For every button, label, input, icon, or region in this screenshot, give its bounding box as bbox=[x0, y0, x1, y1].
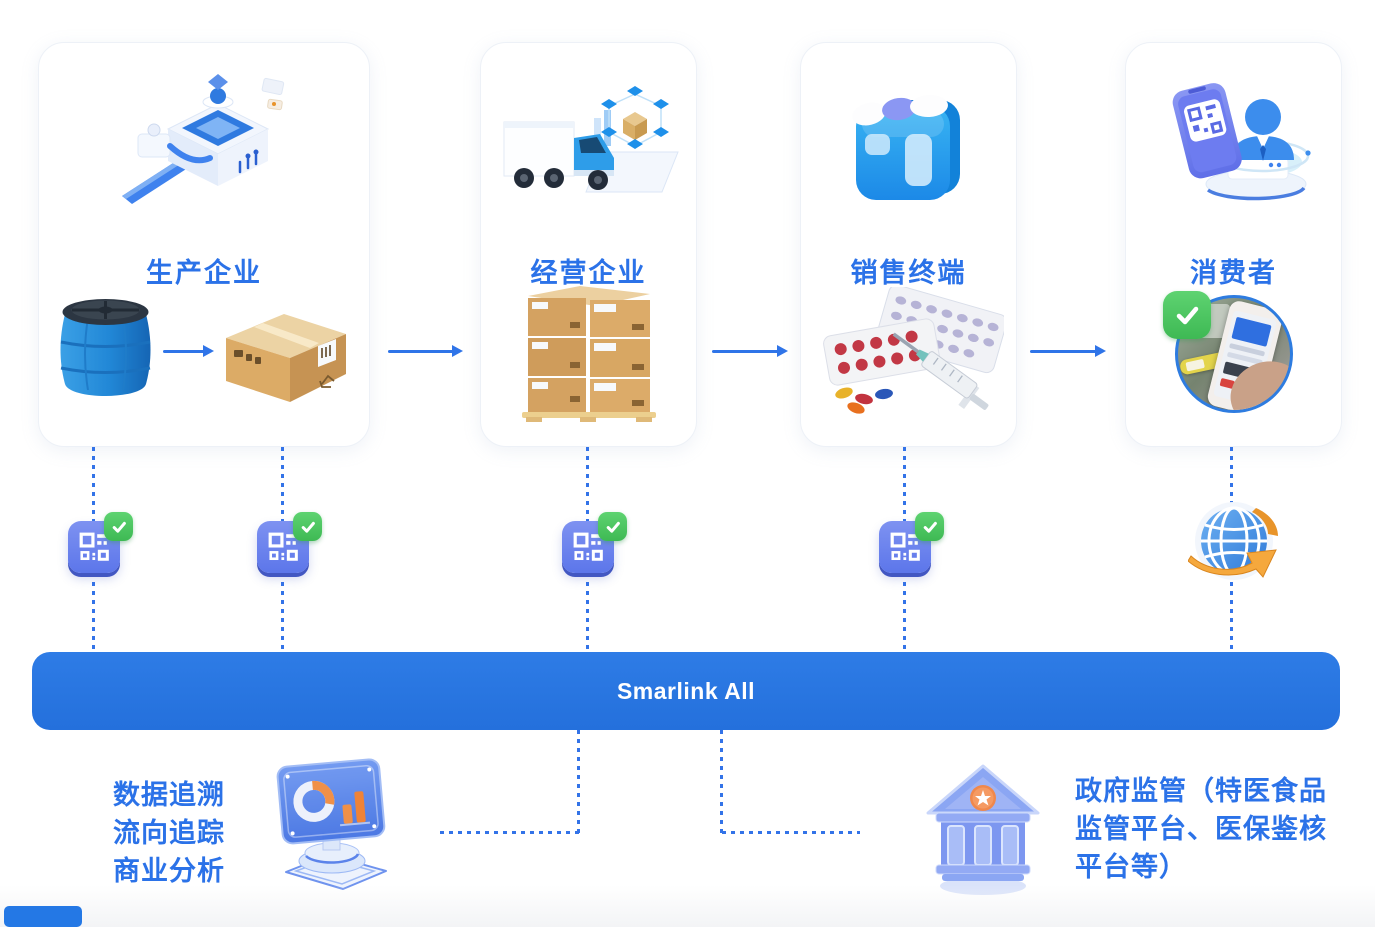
medicine-and-syringe-image bbox=[823, 287, 1004, 414]
connector-bar-to-regulation-v bbox=[720, 730, 723, 833]
connector-bar-to-analytics-v bbox=[577, 730, 580, 833]
qr-code-chip-icon-1 bbox=[68, 512, 133, 573]
arrow-distributor-to-retail bbox=[712, 345, 788, 357]
retail-label: 销售终端 bbox=[850, 258, 967, 288]
carton-box-image bbox=[226, 314, 346, 402]
arrow-producer-to-distributor bbox=[388, 345, 463, 357]
qr-code-chip-icon-3 bbox=[562, 512, 627, 573]
arrow-retail-to-consumer bbox=[1030, 345, 1106, 357]
regulation-line-3: 平台等） bbox=[1075, 852, 1187, 882]
bottom-left-accent-bar bbox=[4, 906, 82, 927]
blue-barrel-image bbox=[60, 299, 151, 396]
government-building-icon bbox=[926, 764, 1040, 895]
platform-bar-label: Smarlink All bbox=[616, 677, 756, 704]
regulation-line-2: 监管平台、医保鉴核 bbox=[1075, 814, 1327, 844]
card-distributor: 经营企业 bbox=[480, 42, 697, 447]
check-badge-icon bbox=[1163, 291, 1211, 339]
analytics-line-2: 流向追踪 bbox=[113, 818, 225, 848]
qr-code-chip-icon-4 bbox=[879, 512, 944, 573]
consumer-label: 消费者 bbox=[1190, 258, 1277, 288]
analytics-text: 数据追溯 流向追踪 商业分析 bbox=[113, 776, 225, 890]
analytics-line-3: 商业分析 bbox=[113, 856, 225, 886]
factory-machine-icon bbox=[122, 74, 285, 204]
regulation-line-1: 政府监管（特医食品 bbox=[1075, 776, 1327, 806]
regulation-text: 政府监管（特医食品 监管平台、医保鉴核 平台等） bbox=[1075, 772, 1327, 886]
storefront-icon bbox=[852, 94, 960, 200]
delivery-truck-icon bbox=[503, 86, 679, 193]
arrow-barrel-to-box bbox=[163, 345, 214, 357]
connector-bar-to-analytics-h bbox=[440, 831, 580, 834]
dashboard-chart-icon bbox=[276, 758, 387, 890]
qr-code-chip-icon-2 bbox=[257, 512, 322, 573]
capsules bbox=[835, 387, 893, 414]
pallet-of-boxes-image bbox=[522, 286, 656, 422]
connector-bar-to-regulation-h bbox=[722, 831, 860, 834]
producer-label: 生产企业 bbox=[146, 258, 262, 288]
analytics-line-1: 数据追溯 bbox=[113, 780, 225, 810]
distributor-label: 经营企业 bbox=[530, 258, 647, 288]
bottom-fade bbox=[0, 885, 1375, 927]
globe-sync-icon bbox=[1188, 502, 1278, 580]
phone-qr-person-icon bbox=[1172, 83, 1311, 201]
platform-bar: Smarlink All bbox=[32, 652, 1340, 730]
